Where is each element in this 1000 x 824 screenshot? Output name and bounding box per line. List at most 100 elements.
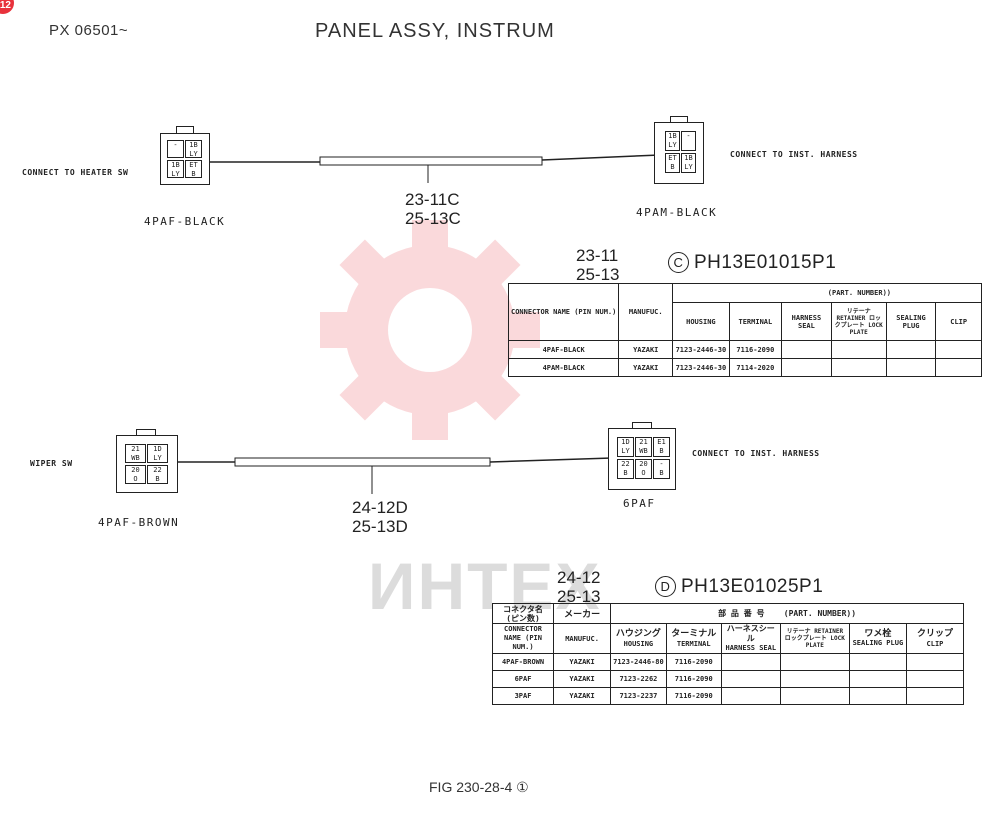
cell: 4PAF-BROWN bbox=[491, 653, 555, 671]
pin-cell: - bbox=[681, 131, 696, 151]
parts-table-c: CONNECTOR NAME (PIN NUM.) MANUFUC. (PART… bbox=[507, 283, 982, 377]
cell bbox=[830, 340, 887, 359]
cell bbox=[779, 670, 850, 688]
col-connector-jp: コネクタ名 (ピン数) bbox=[491, 603, 555, 624]
table-row: 6PAF YAZAKI 7123-2262 7116-2090 bbox=[491, 670, 965, 688]
col-maker-jp: メーカー bbox=[553, 603, 612, 624]
wiper-sw-label: WIPER SW bbox=[30, 459, 73, 468]
connect-to-inst-harness-label: CONNECT TO INST. HARNESS bbox=[692, 449, 820, 458]
col-plug: SEALING PLUG bbox=[885, 302, 937, 341]
connector-latch bbox=[632, 422, 652, 428]
cell bbox=[781, 358, 832, 377]
page-title: PANEL ASSY, INSTRUM bbox=[315, 20, 555, 42]
col-clip: CLIP bbox=[935, 302, 982, 341]
col-part-number: (PART. NUMBER)) bbox=[672, 283, 982, 303]
cell bbox=[720, 687, 781, 705]
connector-latch bbox=[136, 429, 156, 435]
cell: 7116-2090 bbox=[665, 670, 722, 688]
cell: 7116-2090 bbox=[728, 340, 783, 359]
right-connector-name: 4PAM-BLACK bbox=[636, 206, 718, 219]
connect-to-inst-harness-label: CONNECT TO INST. HARNESS bbox=[730, 150, 858, 159]
col-housing: HOUSING bbox=[672, 302, 730, 341]
cell: YAZAKI bbox=[553, 687, 612, 705]
cell: 4PAM-BLACK bbox=[507, 358, 620, 377]
cell: 7114-2020 bbox=[728, 358, 783, 377]
col-terminal: TERMINAL bbox=[728, 302, 783, 341]
cell: 7116-2090 bbox=[665, 653, 722, 671]
col-retainer: リテーナ RETAINER ロックプレート LOCK PLATE bbox=[830, 302, 887, 341]
cell bbox=[848, 687, 907, 705]
model-range: PX 06501~ bbox=[49, 22, 129, 39]
cell bbox=[830, 358, 887, 377]
cell bbox=[720, 653, 781, 671]
col-connector: CONNECTOR NAME (PIN NUM.) bbox=[507, 283, 620, 341]
col-seal: HARNESS SEAL bbox=[781, 302, 832, 341]
table-row: 4PAF-BLACK YAZAKI 7123-2446-30 7116-2090 bbox=[507, 340, 982, 359]
col-part-number: 部 品 番 号 (PART. NUMBER)) bbox=[610, 603, 964, 624]
cell: 3PAF bbox=[491, 687, 555, 705]
connect-to-heater-label: CONNECT TO HEATER SW bbox=[22, 168, 129, 177]
table-row: 4PAM-BLACK YAZAKI 7123-2446-30 7114-2020 bbox=[507, 358, 982, 377]
cell: YAZAKI bbox=[553, 670, 612, 688]
cell: 7123-2446-30 bbox=[672, 340, 730, 359]
pin-cell: - bbox=[167, 140, 184, 158]
parts-table-d: コネクタ名 (ピン数) メーカー 部 品 番 号 (PART. NUMBER))… bbox=[491, 603, 965, 705]
cell: YAZAKI bbox=[553, 653, 612, 671]
col-connector: CONNECTOR NAME (PIN NUM.) bbox=[491, 623, 555, 654]
right-connector-name: 6PAF bbox=[623, 497, 656, 510]
cell bbox=[905, 687, 965, 705]
cell bbox=[905, 653, 965, 671]
col-manuf: MANUFUC. bbox=[618, 283, 674, 341]
page-badge: 12 bbox=[0, 0, 14, 14]
cell: 7123-2237 bbox=[610, 687, 667, 705]
cell bbox=[779, 653, 850, 671]
cell bbox=[848, 670, 907, 688]
cell bbox=[779, 687, 850, 705]
cell: 7123-2262 bbox=[610, 670, 667, 688]
col-retainer: リテーナ RETAINER ロックプレート LOCK PLATE bbox=[779, 623, 850, 654]
cell bbox=[848, 653, 907, 671]
cell bbox=[885, 340, 937, 359]
left-connector-name: 4PAF-BROWN bbox=[98, 516, 180, 529]
figure-caption: FIG 230-28-4 ① bbox=[429, 779, 529, 795]
cell: 7116-2090 bbox=[665, 687, 722, 705]
left-connector-name: 4PAF-BLACK bbox=[144, 215, 226, 228]
cell: YAZAKI bbox=[618, 358, 674, 377]
cell bbox=[905, 670, 965, 688]
col-manuf: MANUFUC. bbox=[553, 623, 612, 654]
cell: 7123-2446-30 bbox=[672, 358, 730, 377]
cell: 6PAF bbox=[491, 670, 555, 688]
connector-latch bbox=[670, 116, 688, 122]
cell bbox=[720, 670, 781, 688]
cell: 7123-2446-80 bbox=[610, 653, 667, 671]
cell bbox=[935, 358, 982, 377]
connector-latch bbox=[176, 126, 194, 133]
cell bbox=[935, 340, 982, 359]
cell: 4PAF-BLACK bbox=[507, 340, 620, 359]
